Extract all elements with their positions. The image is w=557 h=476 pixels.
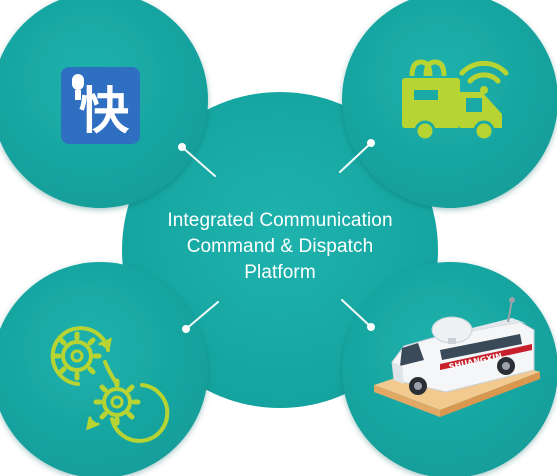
connector-bottom-right bbox=[341, 299, 375, 331]
central-title-line-3: Platform bbox=[244, 262, 316, 283]
gear-cycle-icon bbox=[50, 326, 170, 443]
satellite-circle-bottom-left bbox=[0, 262, 208, 476]
connector-bottom-left bbox=[182, 301, 219, 333]
gear-lower-icon bbox=[93, 378, 141, 426]
central-title-line-1: Integrated Communication bbox=[167, 210, 393, 231]
delivery-truck-wifi-icon bbox=[402, 59, 509, 142]
broadcast-van-icon: SHUANGXIN bbox=[374, 297, 540, 417]
kuai-app-icon: 快 bbox=[61, 67, 140, 144]
gear-upper-icon bbox=[52, 331, 102, 381]
kuai-glyph: 快 bbox=[79, 82, 130, 140]
central-title-line-2: Command & Dispatch bbox=[186, 236, 374, 257]
connector-top-right bbox=[339, 139, 375, 173]
connector-top-left bbox=[178, 143, 216, 177]
central-title: Integrated Communication Command & Dispa… bbox=[130, 208, 430, 286]
